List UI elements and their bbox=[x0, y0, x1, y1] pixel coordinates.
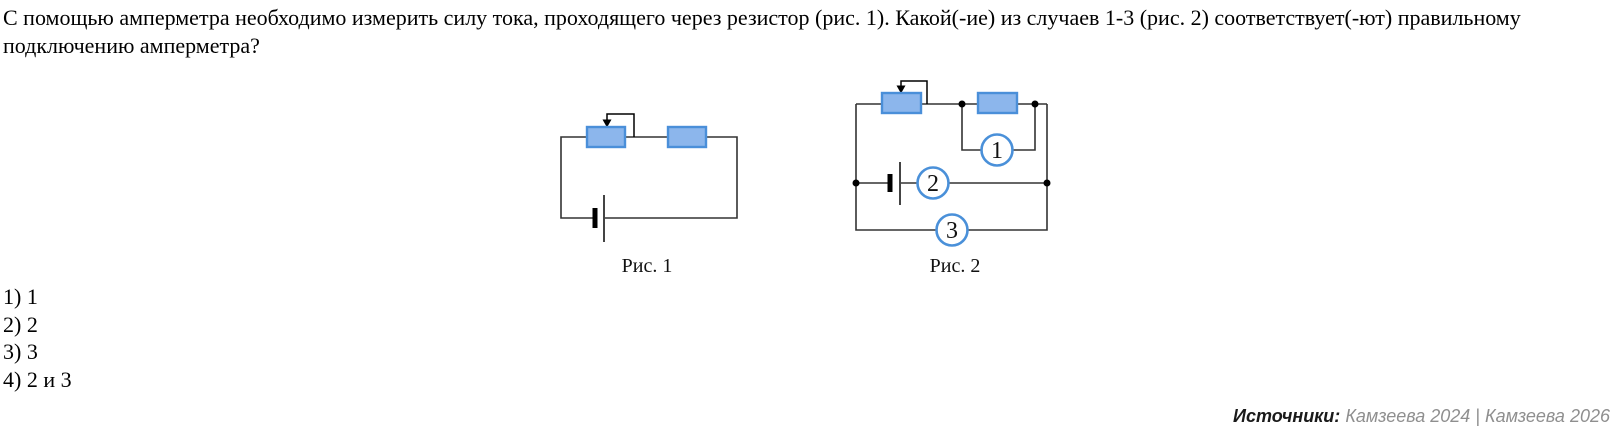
ammeter-1-circle bbox=[980, 133, 1014, 167]
fig2-wires bbox=[855, 103, 1048, 231]
answer-option: 2) 2 bbox=[3, 311, 38, 337]
answer-option: 3) 3 bbox=[3, 339, 38, 364]
figure1-caption: Рис. 1 bbox=[621, 255, 673, 277]
ammeter-2-label: 2 bbox=[927, 171, 939, 197]
ammeter-1-label: 1 bbox=[991, 138, 1003, 164]
ammeter-3: 3 bbox=[935, 213, 969, 247]
fig2-junction-dot bbox=[1043, 179, 1051, 187]
fig2-slider-arrowhead-icon bbox=[896, 85, 906, 94]
fig2-circuit-diagram: 1 2 3 bbox=[852, 80, 1051, 247]
answer-option: 4) 2 и 3 bbox=[3, 366, 72, 392]
sources-line: Источники: Камзеева 2024 | Камзеева 2026 bbox=[1233, 406, 1610, 427]
question-text: С помощью амперметра необходимо измерить… bbox=[3, 5, 1521, 58]
fig1-slider-arrow-icon bbox=[606, 113, 635, 137]
figure2-caption: Рис. 2 bbox=[929, 255, 981, 277]
ammeter-3-circle bbox=[935, 213, 969, 247]
fig2-battery-icon bbox=[887, 162, 901, 205]
ammeter-2: 2 bbox=[916, 166, 950, 200]
fig2-junction-dot bbox=[1031, 100, 1039, 108]
ammeter-3-label: 3 bbox=[946, 218, 958, 244]
answer-options: 1) 1 2) 2 3) 3 4) 2 и 3 bbox=[3, 283, 72, 393]
answer-option: 1) 1 bbox=[3, 284, 38, 309]
fig1-rheostat bbox=[585, 125, 627, 149]
fig2-resistor bbox=[976, 91, 1019, 115]
fig1-circuit-diagram bbox=[560, 113, 738, 242]
ammeter-1: 1 bbox=[980, 133, 1014, 167]
ammeter-2-circle bbox=[916, 166, 950, 200]
fig2-junction-dot bbox=[852, 179, 860, 187]
fig2-slider-arrow-icon bbox=[900, 80, 928, 104]
sources-text: Камзеева 2024 | Камзеева 2026 bbox=[1345, 406, 1610, 426]
fig2-rheostat bbox=[880, 91, 923, 115]
fig1-wires bbox=[560, 136, 738, 219]
fig1-battery-icon bbox=[592, 195, 605, 242]
sources-label: Источники: bbox=[1233, 406, 1341, 426]
fig1-slider-arrowhead-icon bbox=[602, 119, 612, 128]
fig1-resistor bbox=[666, 125, 708, 149]
fig2-junction-dot bbox=[958, 100, 966, 108]
